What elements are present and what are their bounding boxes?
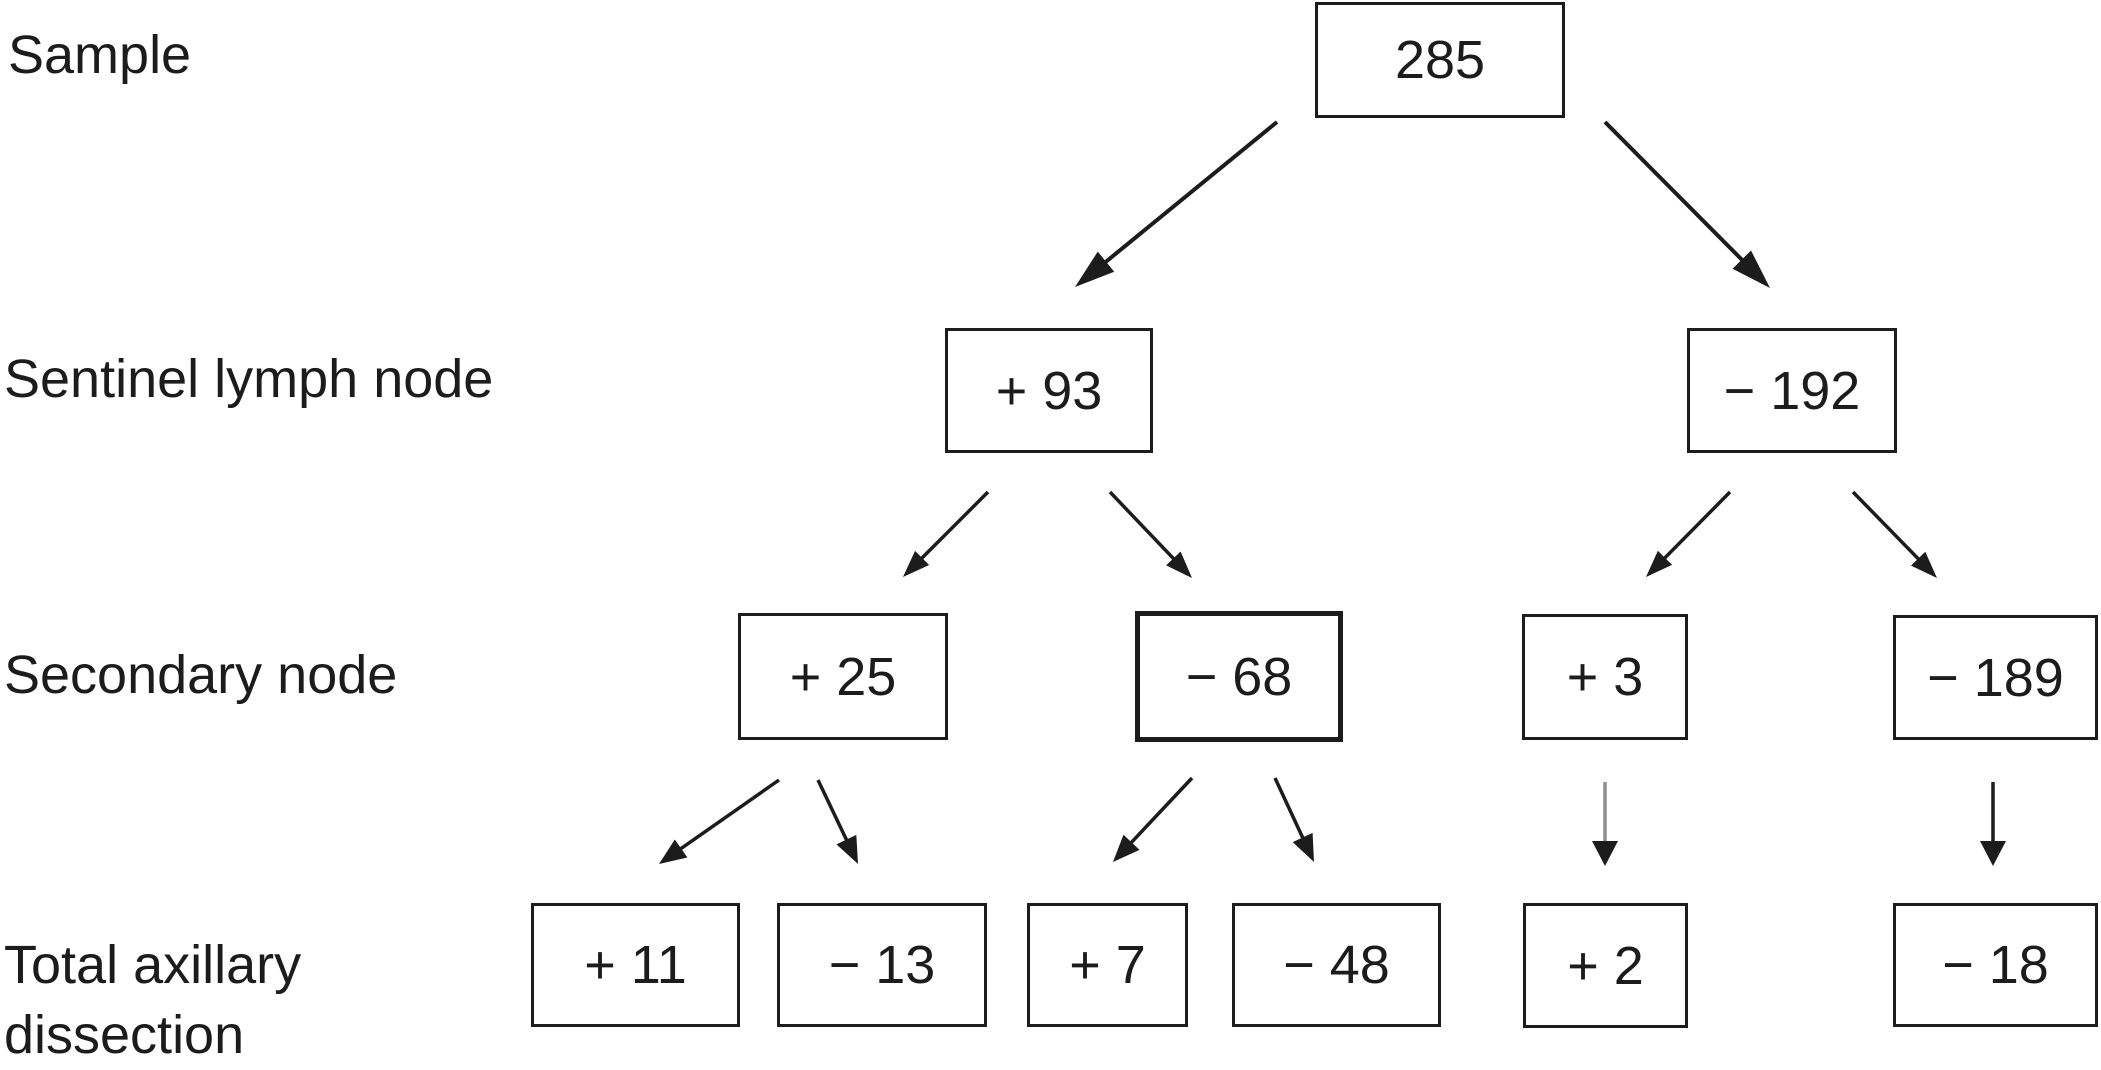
node-box-secondary-positive-left: + 25 xyxy=(738,613,948,740)
node-box-dissection-minus-48: − 48 xyxy=(1232,903,1441,1027)
node-value: − 48 xyxy=(1283,935,1390,995)
node-box-secondary-positive-right: + 3 xyxy=(1522,614,1688,740)
node-box-secondary-negative-right: − 189 xyxy=(1893,615,2098,740)
node-value: − 189 xyxy=(1927,647,2064,708)
node-value: + 25 xyxy=(789,646,897,707)
row-label-sample: Sample xyxy=(8,20,191,90)
node-value: + 3 xyxy=(1566,647,1644,707)
arrowhead-secondary-positive-left-to-dissection-plus-11 xyxy=(659,839,688,864)
arrow-shaft-sentinel-positive-to-secondary-positive-left xyxy=(912,490,990,568)
node-value: + 93 xyxy=(995,360,1103,421)
row-label-line: Total axillary xyxy=(4,935,302,995)
arrow-shaft-sentinel-negative-to-secondary-positive-right xyxy=(1655,490,1732,568)
arrow-shaft-sample-285-to-sentinel-positive xyxy=(1090,120,1279,275)
arrow-shaft-secondary-negative-left-to-dissection-minus-48 xyxy=(1273,777,1310,850)
arrow-shaft-sentinel-negative-to-secondary-negative-right xyxy=(1851,490,1928,569)
arrow-shaft-sample-285-to-sentinel-negative xyxy=(1603,120,1756,274)
row-label-line: dissection xyxy=(4,1005,245,1065)
row-label-total-axillary-dissection: Total axillary dissection xyxy=(4,930,301,1070)
node-box-secondary-negative-left: − 68 xyxy=(1135,611,1343,742)
node-value: − 192 xyxy=(1723,360,1861,421)
arrowhead-sentinel-positive-to-secondary-positive-left xyxy=(903,550,930,577)
node-box-dissection-minus-18: − 18 xyxy=(1893,903,2098,1027)
node-value: + 11 xyxy=(584,935,687,995)
row-label-line: Sample xyxy=(8,25,192,85)
node-value: − 68 xyxy=(1185,646,1293,707)
node-value: + 2 xyxy=(1567,935,1644,996)
arrow-shaft-secondary-negative-left-to-dissection-plus-7 xyxy=(1121,776,1194,853)
arrowhead-secondary-negative-left-to-dissection-plus-7 xyxy=(1113,834,1140,862)
arrowhead-secondary-positive-left-to-dissection-minus-13 xyxy=(836,834,858,864)
node-box-sample-285: 285 xyxy=(1315,2,1565,118)
arrowhead-secondary-negative-right-to-dissection-minus-18 xyxy=(1980,841,2006,866)
arrowhead-sentinel-negative-to-secondary-negative-right xyxy=(1910,551,1937,578)
arrowhead-sample-285-to-sentinel-positive xyxy=(1075,251,1115,287)
arrowhead-sample-285-to-sentinel-negative xyxy=(1732,250,1770,288)
node-box-sentinel-positive: + 93 xyxy=(945,328,1153,453)
row-label-line: Sentinel lymph node xyxy=(4,349,494,409)
row-label-sentinel-lymph-node: Sentinel lymph node xyxy=(4,344,493,414)
arrow-shaft-secondary-positive-left-to-dissection-minus-13 xyxy=(816,779,854,852)
node-box-dissection-minus-13: − 13 xyxy=(777,903,987,1027)
arrow-shaft-secondary-positive-left-to-dissection-plus-11 xyxy=(670,778,781,857)
arrowhead-secondary-negative-left-to-dissection-minus-48 xyxy=(1292,832,1314,862)
node-value: − 13 xyxy=(828,935,936,995)
arrowhead-sentinel-negative-to-secondary-positive-right xyxy=(1646,550,1673,577)
row-label-line: Secondary node xyxy=(4,645,398,705)
row-label-secondary-node: Secondary node xyxy=(4,640,397,710)
node-value: + 7 xyxy=(1069,935,1146,995)
arrowhead-sentinel-positive-to-secondary-negative-left xyxy=(1166,551,1192,578)
node-box-dissection-plus-2: + 2 xyxy=(1523,903,1688,1028)
node-box-dissection-plus-7: + 7 xyxy=(1027,903,1188,1027)
node-value: 285 xyxy=(1394,30,1486,90)
node-box-sentinel-negative: − 192 xyxy=(1687,328,1897,453)
node-box-dissection-plus-11: + 11 xyxy=(531,903,740,1027)
node-value: − 18 xyxy=(1942,935,2049,995)
arrow-shaft-sentinel-positive-to-secondary-negative-left xyxy=(1108,490,1184,569)
arrowhead-secondary-positive-right-to-dissection-plus-2 xyxy=(1592,841,1618,866)
